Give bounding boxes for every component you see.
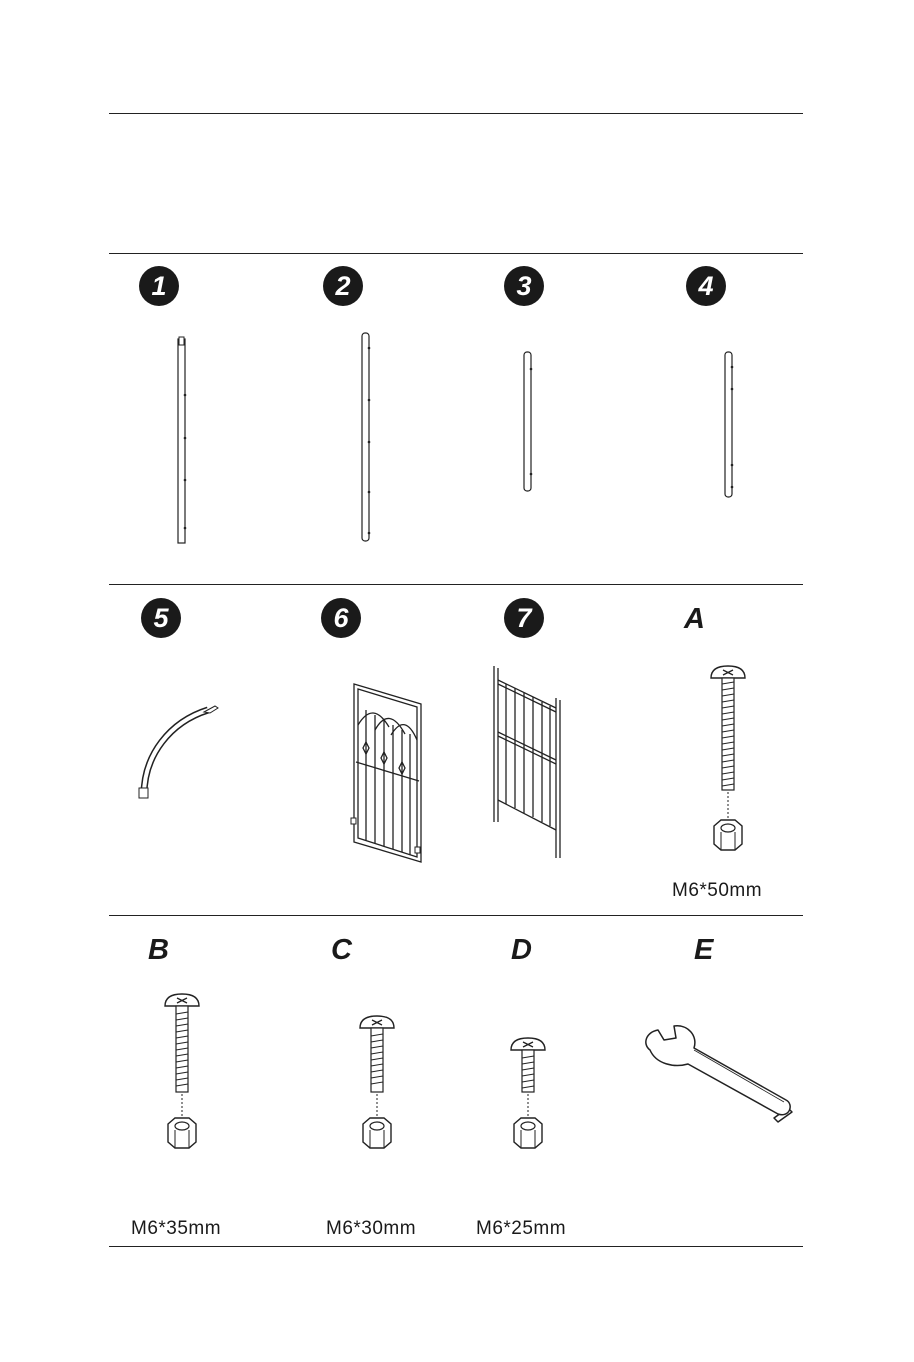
part-3-badge: 3	[504, 266, 544, 306]
part-7-panel-drawing	[488, 662, 568, 860]
hardware-d-letter: D	[511, 934, 532, 966]
part-3-pole-drawing	[517, 349, 539, 495]
part-6-badge: 6	[321, 598, 361, 638]
part-2-badge: 2	[323, 266, 363, 306]
part-5-badge: 5	[141, 598, 181, 638]
divider-row1	[109, 253, 803, 254]
part-4-pole-drawing	[718, 349, 740, 501]
hardware-a-letter: A	[684, 603, 705, 635]
hardware-e-wrench-drawing	[636, 1020, 801, 1130]
part-5-arc-drawing	[130, 700, 230, 805]
hardware-d-bolt-drawing	[502, 1032, 552, 1160]
hardware-a-size-label: M6*50mm	[672, 880, 762, 902]
hardware-b-bolt-drawing	[156, 988, 206, 1158]
divider-bottom	[109, 1246, 803, 1247]
hardware-c-size-label: M6*30mm	[326, 1218, 416, 1240]
part-1-badge: 1	[139, 266, 179, 306]
hardware-b-letter: B	[148, 934, 169, 966]
part-7-badge: 7	[504, 598, 544, 638]
hardware-c-letter: C	[331, 934, 352, 966]
divider-row2	[109, 584, 803, 585]
part-6-panel-drawing	[345, 680, 430, 865]
hardware-a-bolt-drawing	[702, 660, 752, 860]
part-2-pole-drawing	[354, 330, 378, 545]
hardware-b-size-label: M6*35mm	[131, 1218, 221, 1240]
hardware-d-size-label: M6*25mm	[476, 1218, 566, 1240]
part-1-pole-drawing	[170, 335, 194, 547]
part-4-badge: 4	[686, 266, 726, 306]
hardware-c-bolt-drawing	[351, 1010, 401, 1160]
hardware-e-letter: E	[694, 934, 713, 966]
divider-top	[109, 113, 803, 114]
divider-row3	[109, 915, 803, 916]
